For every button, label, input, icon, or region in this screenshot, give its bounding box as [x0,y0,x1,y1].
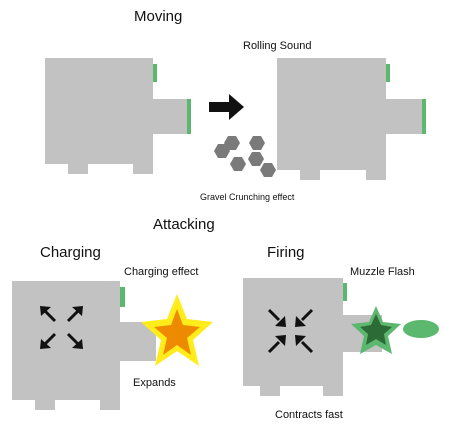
projectile-ellipse [403,320,439,338]
tank-body [45,58,190,174]
tank-hatch-accent [153,64,157,82]
gravel-hex [248,152,264,166]
tank-hatch-accent [343,283,347,301]
heading-moving: Moving [134,8,182,25]
gravel-hex [260,163,276,177]
gravel-hex [214,144,230,158]
contract-arrows-icon [267,308,314,354]
heading-charging: Charging [40,244,101,261]
tank-moving-after [277,58,426,180]
charging-star-icon [141,294,213,366]
gravel-hex [230,157,246,171]
tank-body [12,281,156,410]
tank-barrel-tip-accent [422,99,426,134]
tank-firing [243,278,382,396]
label-expands: Expands [133,377,176,389]
gravel-particles [214,136,276,177]
tank-hatch-accent [386,64,390,82]
label-rolling-sound: Rolling Sound [243,40,312,52]
label-muzzle-flash: Muzzle Flash [350,266,415,278]
tank-charging [12,281,156,410]
label-charging-effect: Charging effect [124,266,198,278]
tank-moving-before [45,58,191,174]
tank-body [277,58,424,180]
label-contracts-fast: Contracts fast [275,409,343,421]
move-arrow [209,94,244,120]
muzzle-flash-star-icon [351,306,401,354]
expand-arrows-icon [40,306,83,349]
heading-attacking: Attacking [153,216,215,233]
gravel-hex [224,136,240,150]
tank-hatch-accent [120,287,125,307]
tank-body [243,278,382,396]
gravel-hex [249,136,265,150]
label-gravel-crunching: Gravel Crunching effect [200,192,295,202]
tank-barrel-tip-accent [187,99,191,134]
heading-firing: Firing [267,244,305,261]
